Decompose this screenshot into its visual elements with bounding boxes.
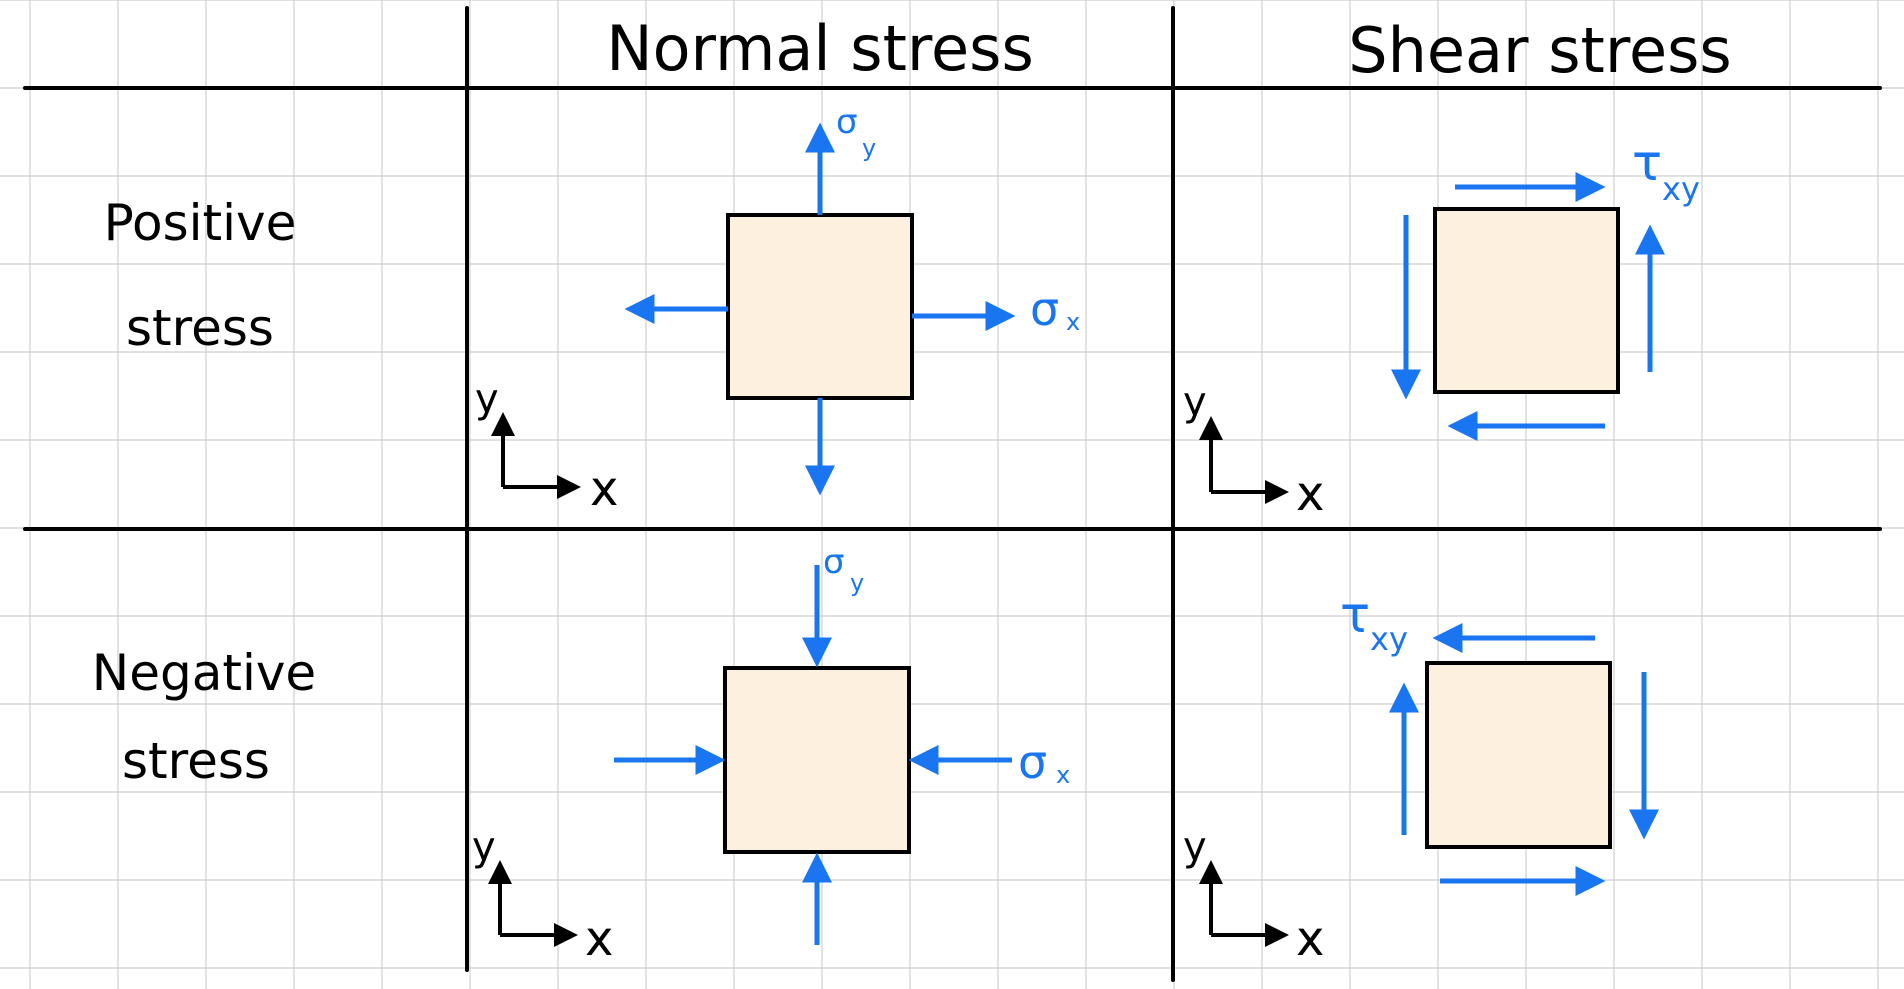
header-normal-stress: Normal stress bbox=[606, 12, 1034, 85]
axis-x-label: x bbox=[1296, 911, 1324, 967]
axis-y-label: y bbox=[472, 824, 496, 870]
shear-arrows bbox=[1391, 172, 1665, 441]
tau-label: τ xy bbox=[1340, 586, 1408, 658]
axis-triad bbox=[488, 860, 578, 947]
stress-element bbox=[726, 213, 914, 400]
row-label-negative-line2: stress bbox=[122, 732, 270, 790]
row-label-positive-line1: Positive bbox=[104, 194, 297, 252]
axis-y-label: y bbox=[1183, 379, 1207, 425]
svg-text:σ: σ bbox=[823, 542, 845, 582]
svg-text:xy: xy bbox=[1662, 170, 1700, 208]
svg-text:τ: τ bbox=[1340, 586, 1370, 644]
axis-y-label: y bbox=[1183, 824, 1207, 870]
row-label-negative-line1: Negative bbox=[92, 644, 316, 702]
stress-arrows bbox=[624, 122, 1016, 496]
axis-x-label: x bbox=[585, 911, 613, 967]
svg-text:σ: σ bbox=[1018, 735, 1047, 789]
tau-label: τ xy bbox=[1632, 134, 1700, 208]
shear-positive-cell: τ xy y x bbox=[1183, 134, 1700, 522]
normal-negative-cell: σ y σ x y x bbox=[472, 542, 1070, 967]
svg-text:τ: τ bbox=[1632, 134, 1662, 192]
stress-element bbox=[1433, 207, 1620, 394]
stress-arrows bbox=[614, 565, 1012, 945]
normal-positive-cell: σ y σ x y x bbox=[475, 102, 1080, 517]
axis-triad bbox=[1199, 416, 1289, 504]
axis-x-label: x bbox=[1296, 466, 1324, 522]
table-lines bbox=[23, 6, 1882, 982]
svg-text:y: y bbox=[862, 134, 876, 162]
sigma-x-label: σ x bbox=[1018, 735, 1070, 789]
row-label-positive-line2: stress bbox=[126, 299, 274, 357]
svg-text:σ: σ bbox=[836, 102, 858, 142]
axis-x-label: x bbox=[590, 461, 618, 517]
header-shear-stress: Shear stress bbox=[1348, 14, 1731, 87]
shear-arrows bbox=[1389, 623, 1659, 896]
stress-element bbox=[1425, 661, 1612, 849]
shear-negative-cell: τ xy y x bbox=[1183, 586, 1659, 967]
svg-text:xy: xy bbox=[1370, 620, 1408, 658]
svg-text:y: y bbox=[850, 569, 864, 597]
sigma-y-label: σ y bbox=[836, 102, 876, 162]
axis-triad bbox=[491, 412, 581, 499]
sigma-y-label: σ y bbox=[823, 542, 864, 597]
svg-text:σ: σ bbox=[1030, 282, 1059, 336]
axis-triad bbox=[1199, 860, 1289, 947]
sigma-x-label: σ x bbox=[1030, 282, 1080, 336]
stress-element bbox=[723, 666, 911, 854]
svg-text:x: x bbox=[1066, 308, 1080, 336]
svg-text:x: x bbox=[1056, 761, 1070, 789]
axis-y-label: y bbox=[475, 376, 499, 422]
